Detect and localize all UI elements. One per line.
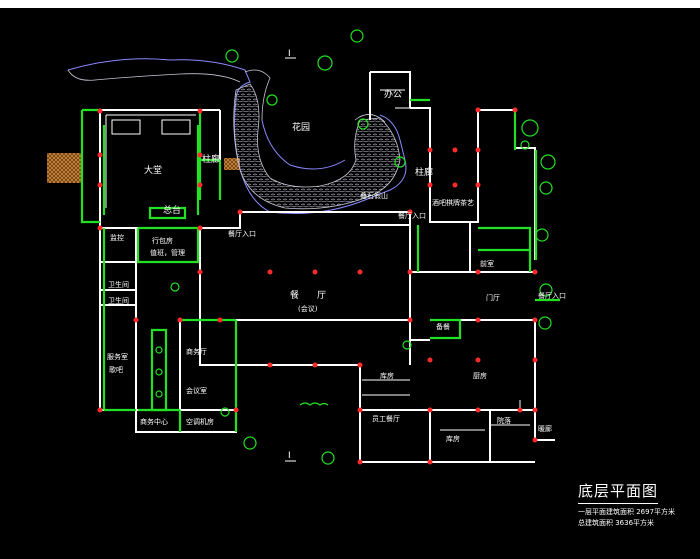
green-walls [80,98,560,432]
room-label-garden: 花园 [292,121,310,133]
room-label-conference-note: (会议) [298,304,318,313]
drawing-title-block: 底层平面图 一层平面建筑面积 2697平方米 总建筑面积 3636平方米 [578,480,675,529]
room-label-courtyard: 院落 [497,416,511,425]
room-label-luggage-room: 行包房 [152,236,173,245]
room-label-pantry: 备餐 [436,322,450,331]
room-label-duty-manager: 值班，管理 [150,248,185,257]
room-label-conference-room: 会议室 [186,386,207,395]
north-marker-top: I [285,49,296,59]
room-label-corridor-right: 柱廊 [415,166,433,178]
garden-rockery [67,58,407,214]
columns [97,107,538,465]
paving-patch-left [47,153,83,183]
room-label-ktv: 歌吧 [109,365,123,374]
room-label-service-room: 服务室 [107,352,128,361]
room-label-front-room: 前室 [480,259,494,268]
interior-lines [105,89,530,431]
room-label-office: 办公 [384,88,402,100]
room-label-restaurant-entrance-right: 餐厅入口 [538,291,566,300]
room-label-restaurant: 餐 厅 [290,289,326,301]
room-label-tea-room: 酒吧棋牌茶艺 [432,198,474,207]
room-label-hvac-room: 空调机房 [186,417,214,426]
room-label-restroom-1: 卫生间 [108,280,129,289]
room-label-business-center: 商务中心 [140,417,168,426]
room-label-kitchen: 厨房 [473,371,487,380]
north-marker-bottom-label: I [288,451,291,461]
room-label-staff-canteen: 员工餐厅 [372,414,400,423]
room-label-service-yard: 暖廊 [538,424,552,433]
area-note-total: 总建筑面积 3636平方米 [578,519,655,527]
paving-patch-garden [224,158,240,170]
room-label-lobby: 大堂 [144,164,162,176]
room-label-corridor-left: 柱廊 [202,153,220,165]
room-label-restroom-2: 卫生间 [108,296,129,305]
room-label-storage-1: 库房 [380,371,394,380]
room-label-foyer: 门厅 [486,293,500,302]
room-label-restaurant-entrance-top: 餐厅入口 [398,211,426,220]
title-bar-strip [0,0,700,8]
trees [155,29,556,465]
room-label-restaurant-entrance-left: 餐厅入口 [228,229,256,238]
room-label-monitor: 监控 [110,233,124,242]
drawing-title: 底层平面图 [578,482,659,500]
room-label-front-desk: 总台 [163,204,181,216]
area-note-ground-floor: 一层平面建筑面积 2697平方米 [578,508,676,516]
room-labels: 办公 花园 大堂 柱廊 柱廊 叠石假山 酒吧棋牌茶艺 总台 餐厅入口 餐厅入口 … [107,88,566,443]
north-marker-bottom: I [285,451,296,462]
room-label-storage-2: 库房 [446,434,460,443]
title-underline [578,503,658,504]
room-label-business-hall: 商务厅 [186,347,207,356]
north-marker-top-label: I [288,49,291,59]
room-label-rockery: 叠石假山 [360,191,388,200]
